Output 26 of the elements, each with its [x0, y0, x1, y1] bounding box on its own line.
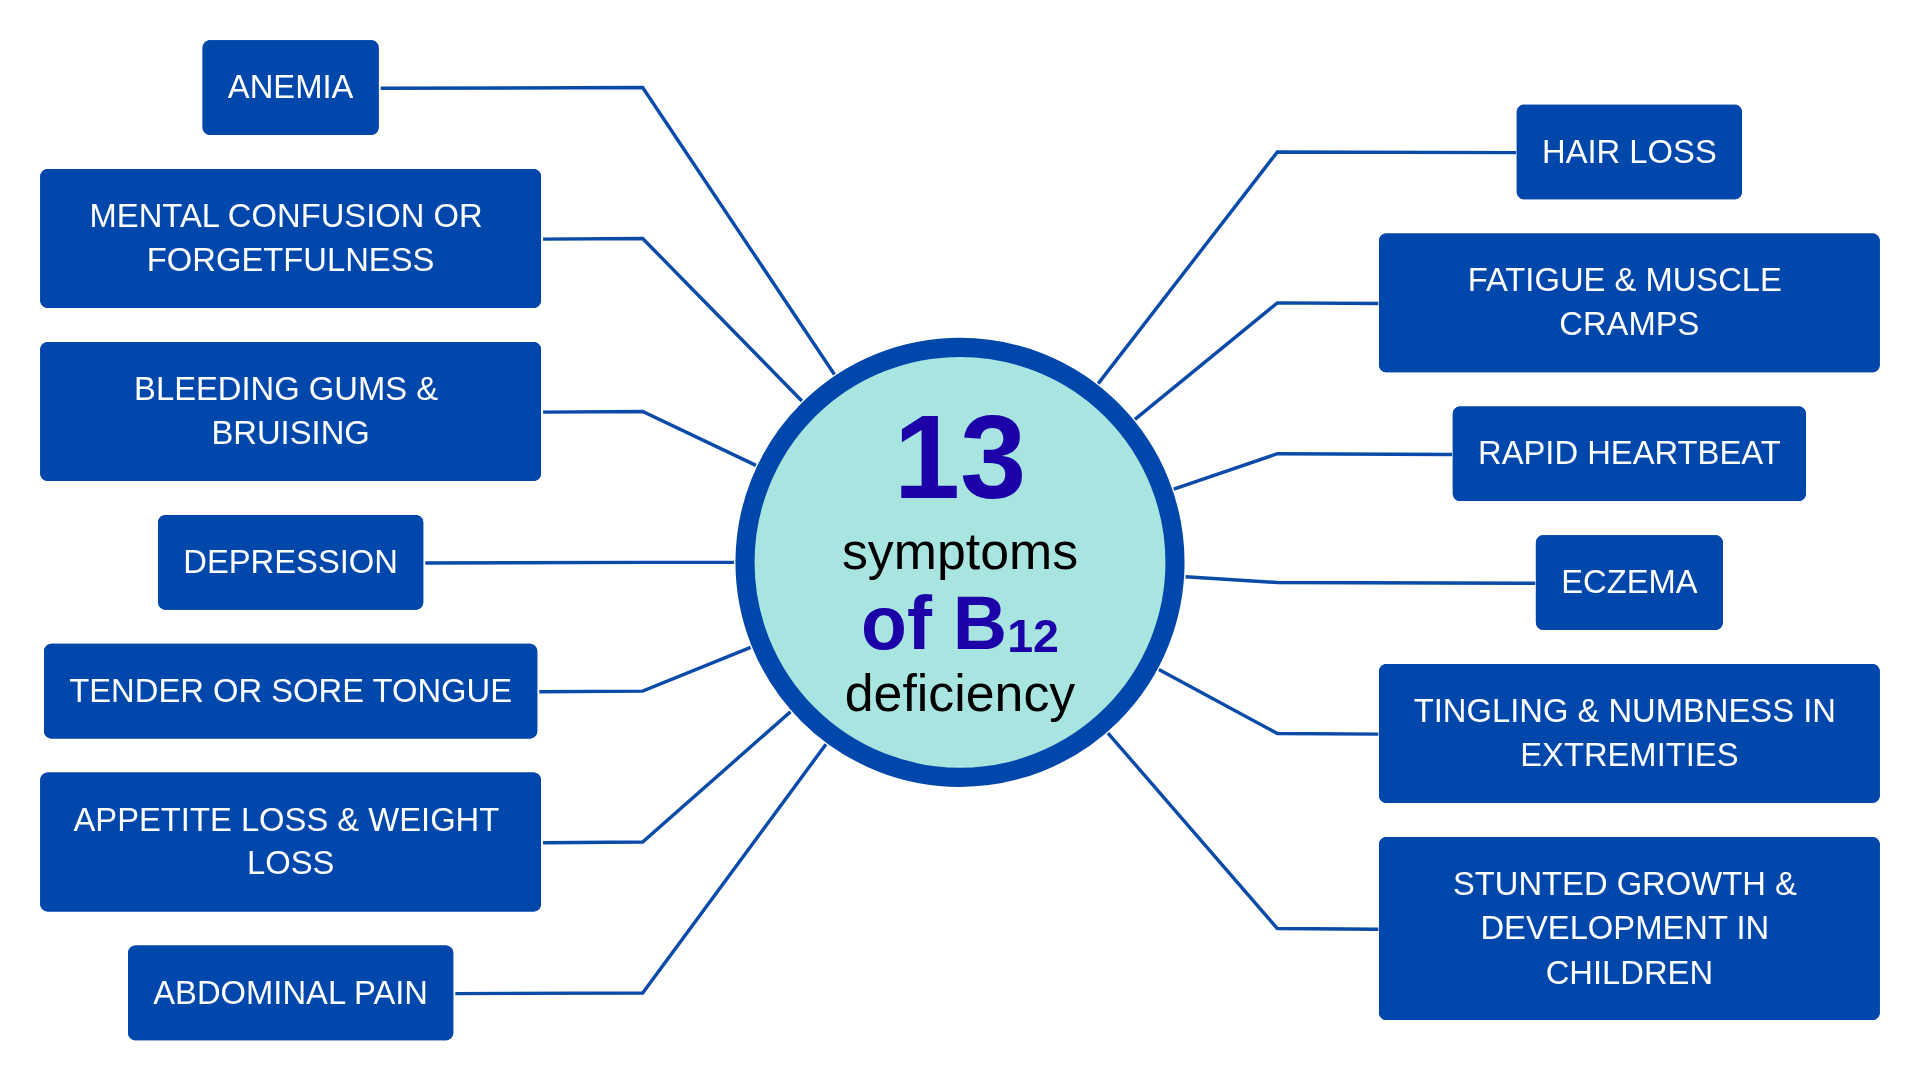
connector-line [425, 560, 735, 565]
symptom-box: FATIGUE & MUSCLE CRAMPS [1379, 233, 1880, 373]
connector-line [1096, 150, 1517, 385]
symptom-box: BLEEDING GUMS & BRUISING [40, 341, 541, 481]
connector-line [1158, 667, 1379, 736]
symptom-box: TENDER OR SORE TONGUE [44, 643, 538, 739]
symptom-box: ANEMIA [202, 40, 379, 135]
connector-line [539, 645, 752, 694]
symptom-box: RAPID HEARTBEAT [1452, 406, 1806, 501]
symptom-box: STUNTED GROWTH & DEVELOPMENT IN CHILDREN [1379, 836, 1880, 1020]
connector-line [1106, 731, 1379, 931]
symptom-box: DEPRESSION [158, 514, 424, 610]
connector-line [1133, 300, 1379, 421]
symptom-box: TINGLING & NUMBNESS IN EXTREMITIES [1379, 663, 1880, 803]
connector-line [380, 85, 836, 376]
symptom-box: HAIR LOSS [1516, 104, 1742, 200]
connector-line [1173, 451, 1453, 491]
symptom-box: ABDOMINAL PAIN [128, 945, 454, 1040]
connector-line [1185, 574, 1536, 585]
symptom-box: MENTAL CONFUSION OR FORGETFULNESS [40, 168, 541, 308]
symptom-box: ECZEMA [1535, 534, 1723, 630]
connector-line [543, 409, 757, 467]
symptom-box: APPETITE LOSS & WEIGHT LOSS [40, 772, 541, 912]
connector-line [455, 742, 828, 996]
connector-line [543, 236, 804, 402]
connector-line [543, 710, 792, 845]
